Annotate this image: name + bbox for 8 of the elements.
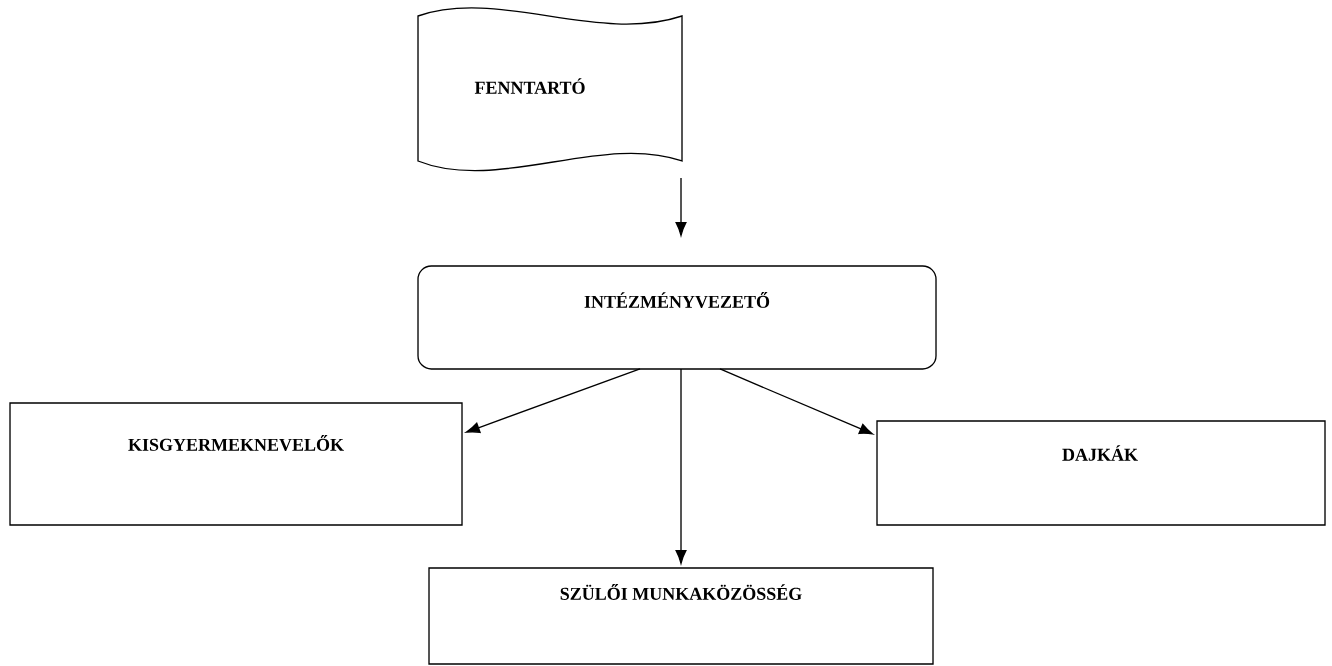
rounded-box: INTÉZMÉNYVEZETŐ: [417, 265, 937, 370]
arrow: [719, 368, 874, 435]
arrow: [465, 368, 641, 433]
arrow: [675, 177, 687, 236]
process-box: DAJKÁK: [876, 420, 1326, 526]
arrow: [675, 368, 687, 564]
process-box: SZÜLŐI MUNKAKÖZÖSSÉG: [428, 567, 934, 665]
process-box: KISGYERMEKNEVELŐK: [9, 402, 463, 526]
